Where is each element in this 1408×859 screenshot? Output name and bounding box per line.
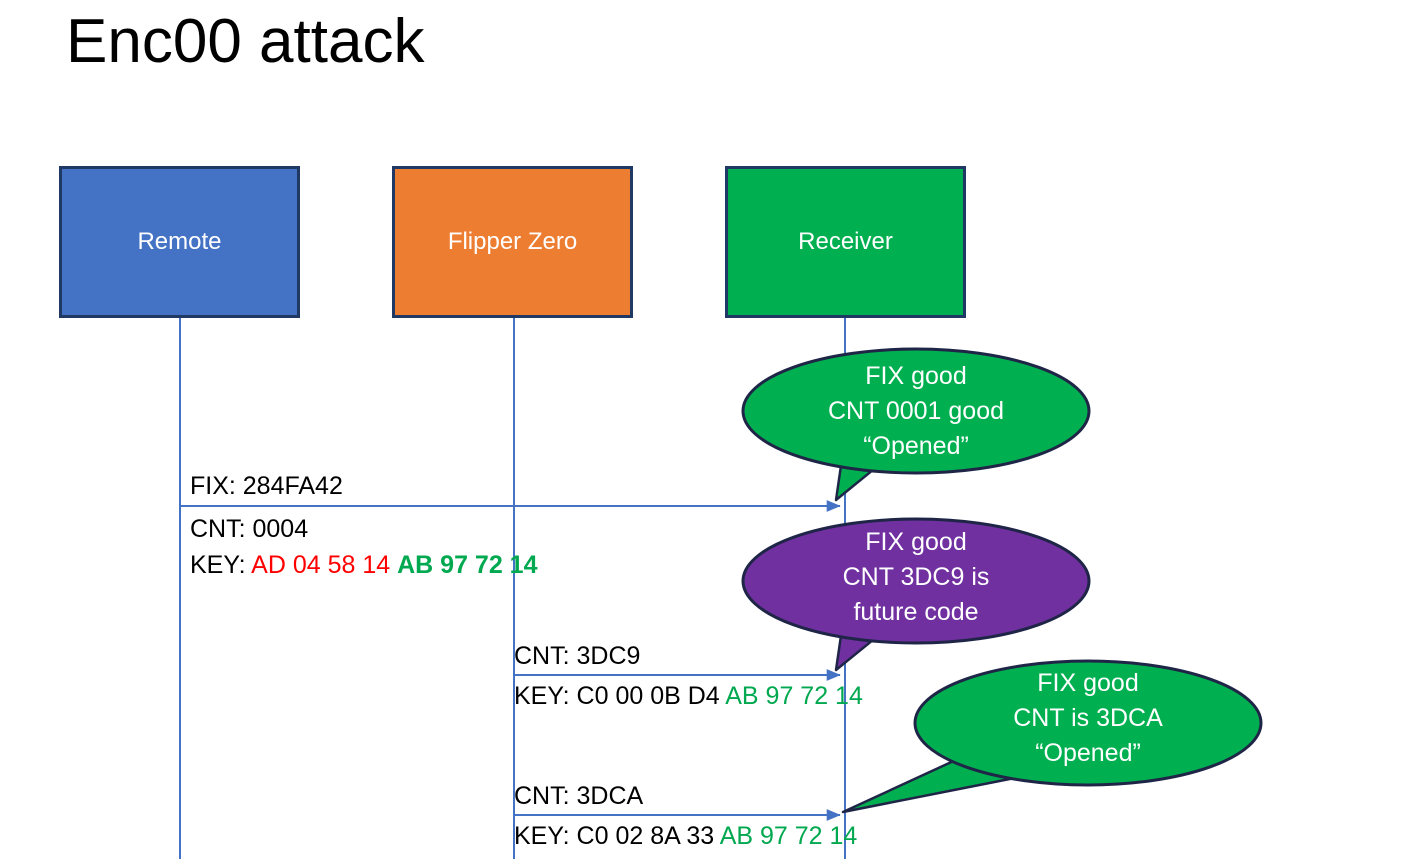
- callout-2-line-2: CNT 3DC9 is: [842, 563, 990, 591]
- message-1-fix-label: FIX: 284FA42: [190, 472, 343, 500]
- callout-3-line-1: FIX good: [1037, 669, 1139, 697]
- callout-2-line-1: FIX good: [865, 528, 967, 556]
- message-1-key-prefix: KEY:: [190, 551, 252, 579]
- actor-label-receiver: Receiver: [798, 228, 893, 255]
- callout-3-line-2: CNT is 3DCA: [1013, 704, 1163, 732]
- actor-box-flipper[interactable]: Flipper Zero: [392, 166, 633, 318]
- message-3-key-second-half: AB 97 72 14: [719, 822, 858, 850]
- callout-3-line-3: “Opened”: [1035, 739, 1141, 767]
- message-2-key-second-half: AB 97 72 14: [725, 682, 863, 710]
- callout-1-text: FIX good CNT 0001 good “Opened”: [745, 359, 1087, 464]
- actor-box-receiver[interactable]: Receiver: [725, 166, 966, 318]
- message-1-key-second-half: AB 97 72 14: [397, 551, 538, 579]
- actor-label-remote: Remote: [137, 228, 222, 255]
- actor-box-remote[interactable]: Remote: [59, 166, 300, 318]
- callout-3-text: FIX good CNT is 3DCA “Opened”: [917, 666, 1259, 771]
- actor-label-flipper: Flipper Zero: [447, 228, 578, 255]
- message-3-key-prefix: KEY: C0 02 8A 33: [514, 822, 720, 850]
- page-title: Enc00 attack: [66, 7, 425, 76]
- message-2-cnt-label: CNT: 3DC9: [514, 642, 641, 670]
- message-2-key-label: KEY: C0 00 0B D4 AB 97 72 14: [514, 680, 863, 713]
- message-3-cnt-label: CNT: 3DCA: [514, 782, 644, 810]
- callout-1-line-2: CNT 0001 good: [827, 397, 1005, 425]
- message-3-key-label: KEY: C0 02 8A 33 AB 97 72 14: [514, 820, 857, 853]
- message-1-key-first-half: AD 04 58 14: [251, 551, 391, 579]
- message-1-cnt-label: CNT: 0004: [190, 515, 309, 543]
- message-1-key-label: KEY: AD 04 58 14 AB 97 72 14: [190, 549, 538, 582]
- callout-1-line-3: “Opened”: [863, 432, 969, 460]
- callout-2-line-3: future code: [853, 598, 979, 626]
- callout-1-line-1: FIX good: [865, 362, 967, 390]
- message-2-key-prefix: KEY: C0 00 0B D4: [514, 682, 726, 710]
- callout-2-text: FIX good CNT 3DC9 is future code: [745, 525, 1087, 630]
